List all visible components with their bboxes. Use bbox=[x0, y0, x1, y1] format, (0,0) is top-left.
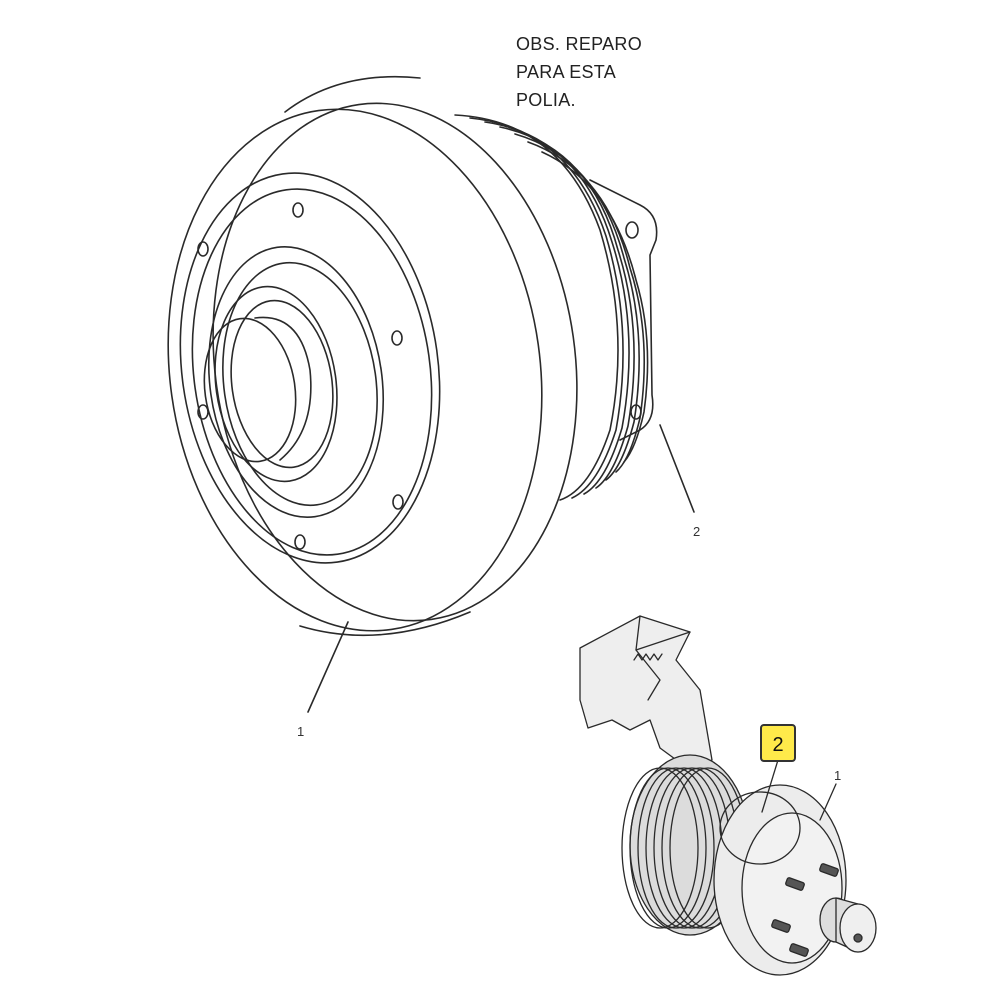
center-boss-front bbox=[203, 317, 297, 463]
callout-2-main: 2 bbox=[693, 524, 700, 539]
repair-note: OBS. REPARO PARA ESTA POLIA. bbox=[516, 30, 642, 114]
inset-bracket-teeth bbox=[633, 653, 663, 661]
hub-ring-1 bbox=[207, 245, 385, 519]
bolt-hole-1 bbox=[292, 202, 304, 218]
inset-leader-2 bbox=[761, 759, 779, 813]
inset-leader-1 bbox=[819, 783, 837, 821]
inset-shaft-front bbox=[839, 903, 877, 953]
inset-damper-flange bbox=[719, 791, 801, 865]
repair-note-line-2: PARA ESTA bbox=[516, 62, 617, 82]
leader-line-1 bbox=[307, 621, 349, 713]
rear-flange bbox=[589, 179, 658, 441]
inset-assembly-drawing bbox=[579, 615, 877, 976]
center-boss-side bbox=[254, 316, 312, 461]
repair-note-line-3: POLIA. bbox=[516, 90, 576, 110]
outer-disc-front bbox=[167, 108, 543, 632]
main-pulley-drawing bbox=[167, 75, 695, 713]
disc-rim-top bbox=[284, 75, 421, 113]
highlighted-callout-2[interactable]: 2 bbox=[760, 724, 796, 762]
bolt-ring-inner bbox=[191, 188, 433, 556]
inset-damper-inner bbox=[741, 812, 843, 964]
bolt-hole-5 bbox=[392, 494, 404, 510]
bolt-hole-6 bbox=[294, 534, 306, 550]
bolt-hole-3 bbox=[391, 330, 403, 346]
rear-flange-hole-top bbox=[625, 221, 639, 239]
disc-rim-bottom bbox=[299, 611, 471, 637]
hub-ring-4 bbox=[230, 299, 334, 469]
callout-1-inset: 1 bbox=[834, 768, 841, 783]
repair-note-line-1: OBS. REPARO bbox=[516, 34, 642, 54]
inset-bracket bbox=[579, 615, 713, 771]
hub-ring-3 bbox=[214, 285, 338, 483]
rear-grooved-pulley bbox=[454, 114, 649, 501]
bolt-ring-outer bbox=[179, 172, 441, 564]
leader-line-2 bbox=[659, 424, 695, 513]
outer-disc-back bbox=[212, 102, 578, 622]
callout-1-main: 1 bbox=[297, 724, 304, 739]
bolt-hole-2 bbox=[197, 241, 209, 257]
inset-studs bbox=[771, 863, 839, 957]
hub-ring-2 bbox=[222, 261, 378, 507]
